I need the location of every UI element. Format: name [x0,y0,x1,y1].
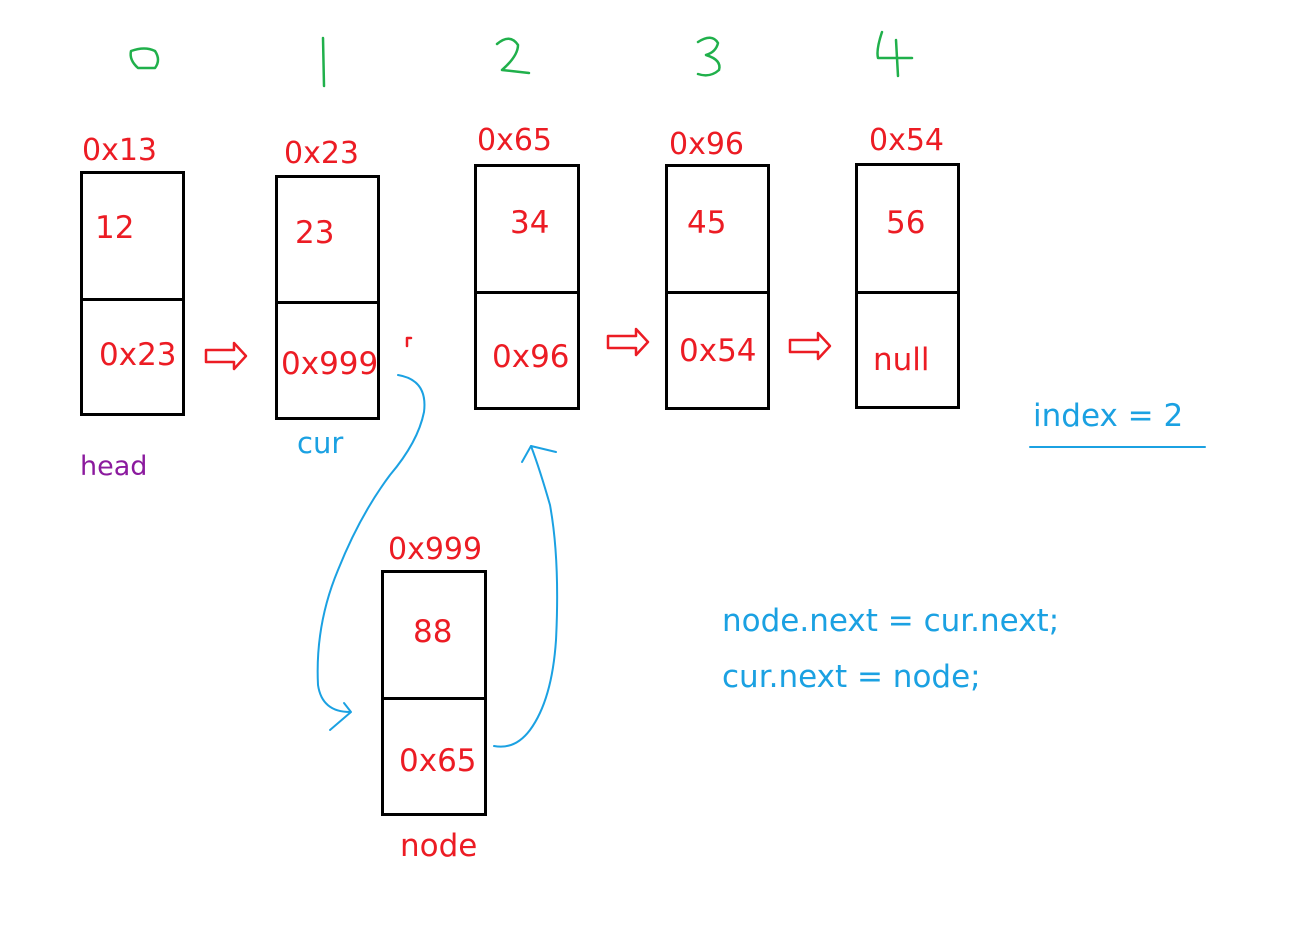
cur-label: cur [297,426,344,460]
node-0-next: 0x23 [99,337,177,373]
node-4-address: 0x54 [869,123,945,158]
node-1-address: 0x23 [284,136,360,171]
new-node-box [381,570,487,816]
code-line-2: cur.next = node; [722,659,981,695]
index-digit-3 [696,36,721,77]
index-digit-1 [321,36,326,88]
node-4-value: 56 [886,205,926,241]
node-0-address: 0x13 [82,133,158,168]
index-note: index = 2 [1033,398,1184,434]
node-2-value: 34 [510,205,550,241]
node-2-next: 0x96 [492,339,570,375]
node-2-box [474,164,580,410]
arrow-3-to-4-icon [788,331,832,361]
node-1-next: 0x999 [281,346,379,382]
new-node-value: 88 [413,614,453,650]
index-digit-0 [129,47,160,70]
node-3-address: 0x96 [669,127,745,162]
node-4-next: null [873,342,930,378]
node-to-next-arrowhead-icon [521,445,557,463]
code-line-1: node.next = cur.next; [722,603,1060,639]
node-3-next: 0x54 [679,333,757,369]
node-2-address: 0x65 [477,123,553,158]
new-node-next: 0x65 [399,743,477,779]
node-label: node [400,828,478,864]
node-3-value: 45 [687,205,727,241]
node-4-box [855,163,960,409]
index-digit-2 [495,37,531,75]
node-to-next-curve-icon [493,445,559,748]
node-0-box [80,171,185,416]
cur-to-node-curve-icon [316,374,426,713]
cur-to-node-arrowhead-icon [329,702,352,731]
head-label: head [80,451,148,482]
stray-mark-icon [405,336,413,348]
node-1-value: 23 [295,215,335,251]
node-1-box [275,175,380,420]
node-0-value: 12 [95,210,135,246]
new-node-address: 0x999 [388,532,483,567]
node-3-box [665,164,770,410]
arrow-2-to-3-icon [606,327,650,357]
arrow-0-to-1-icon [204,341,248,371]
index-digit-4 [876,30,914,78]
